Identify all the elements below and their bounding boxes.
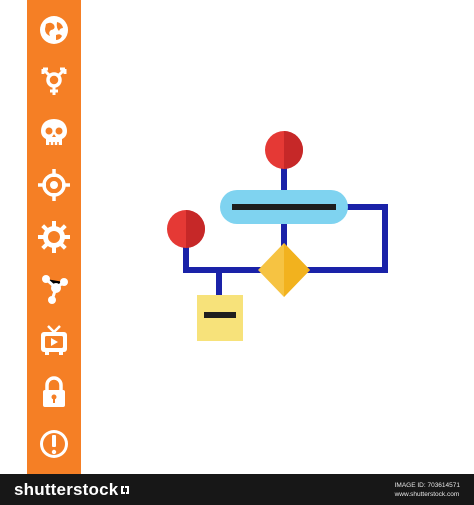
molecule-icon [36, 271, 72, 307]
padlock-icon [36, 374, 72, 410]
tv-icon [36, 322, 72, 358]
globe-icon [36, 12, 72, 48]
gear-icon [36, 219, 72, 255]
connector-lines [183, 165, 388, 295]
brand-logo: shutterstock [14, 480, 130, 500]
brand-mark-icon [118, 480, 130, 499]
site-url-text: www.shutterstock.com [394, 490, 460, 498]
image-id-text: IMAGE ID: 703614571 [394, 481, 460, 489]
crosshair-icon [36, 167, 72, 203]
footer-bar: shutterstock IMAGE ID: 703614571 www.shu… [0, 474, 474, 505]
brand-name: shutterstock [14, 479, 119, 499]
skull-icon [36, 115, 72, 151]
gender-symbol-icon [36, 64, 72, 100]
start-node [265, 131, 303, 169]
decision-diamond [258, 243, 310, 297]
exclamation-icon [36, 426, 72, 462]
left-node [167, 210, 205, 248]
process-pill [220, 190, 348, 224]
flowchart-icon [167, 131, 388, 341]
footer-meta: IMAGE ID: 703614571 www.shutterstock.com [395, 481, 460, 499]
icon-sidebar [27, 0, 81, 474]
document-box [197, 295, 243, 341]
